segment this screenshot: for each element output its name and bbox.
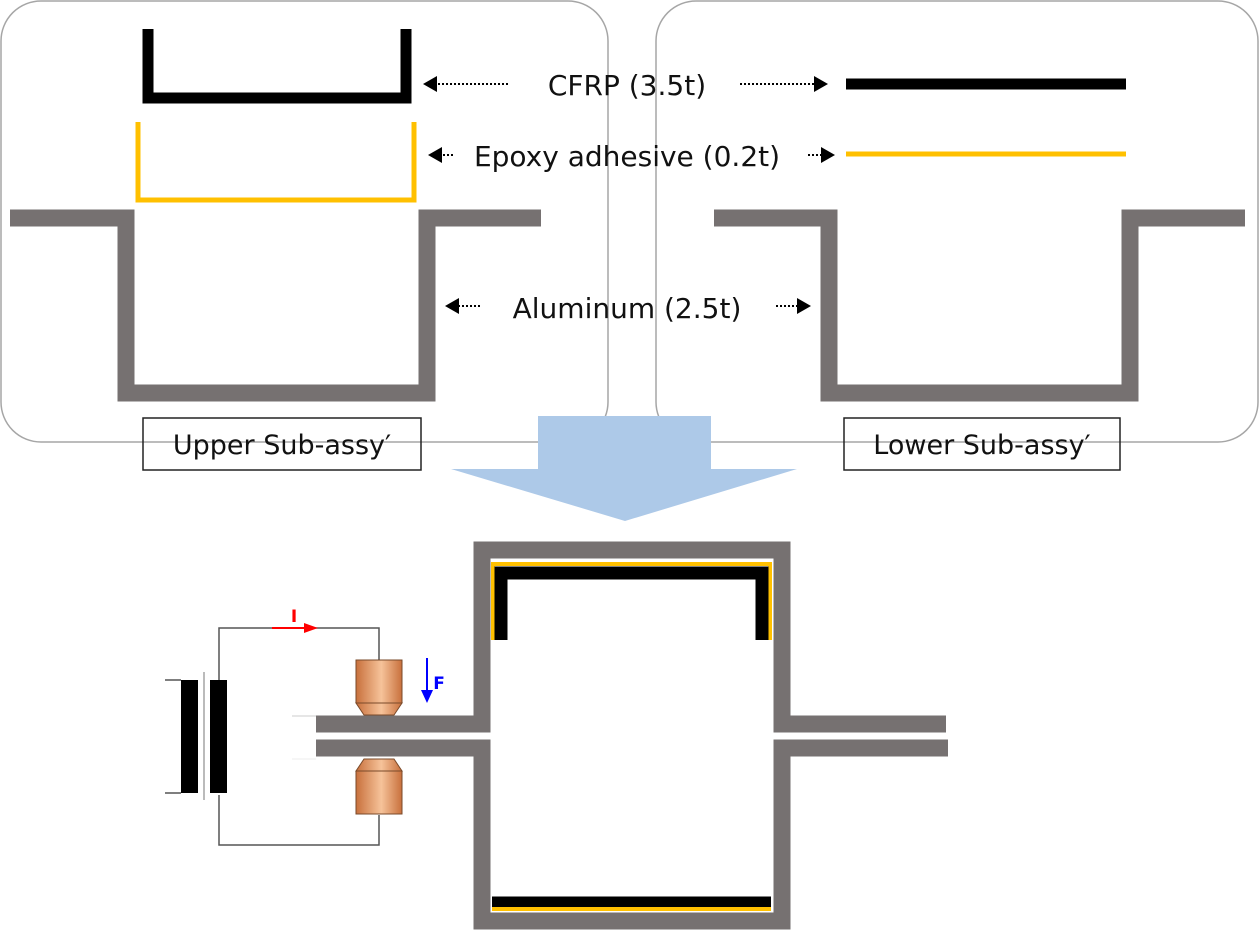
force-symbol: F [433,674,445,694]
force-arrow-icon [421,690,433,703]
upper-aluminum-hat [10,209,541,402]
assembled-upper-aluminum [316,541,946,733]
lower-electrode-icon [355,758,403,815]
upper-epoxy-channel [135,122,417,203]
transformer-icon [165,672,227,800]
lower-subassy-title-box [843,417,1121,471]
aluminum-label: Aluminum (2.5t) [513,292,742,325]
epoxy-label: Epoxy adhesive (0.2t) [474,140,780,173]
upper-subassy-title-box [142,417,422,471]
lower-aluminum-hat [714,209,1245,402]
assembled-lower-aluminum [316,739,948,930]
current-symbol: I [291,607,297,627]
cfrp-label: CFRP (3.5t) [548,69,706,102]
upper-subassy-title: Upper Sub-assy′ [173,430,391,461]
current-arrow-icon [304,623,318,633]
process-down-arrow [451,416,797,521]
assembled-upper-epoxy [491,562,772,640]
upper-cfrp-channel [142,29,412,104]
assembled-upper-cfrp [494,566,769,640]
upper-subassy-panel [0,0,609,443]
lower-subassy-panel [655,0,1259,443]
upper-electrode-icon [355,659,403,716]
welding-circuit-wire [218,627,380,846]
lower-subassy-title: Lower Sub-assy′ [873,430,1090,461]
